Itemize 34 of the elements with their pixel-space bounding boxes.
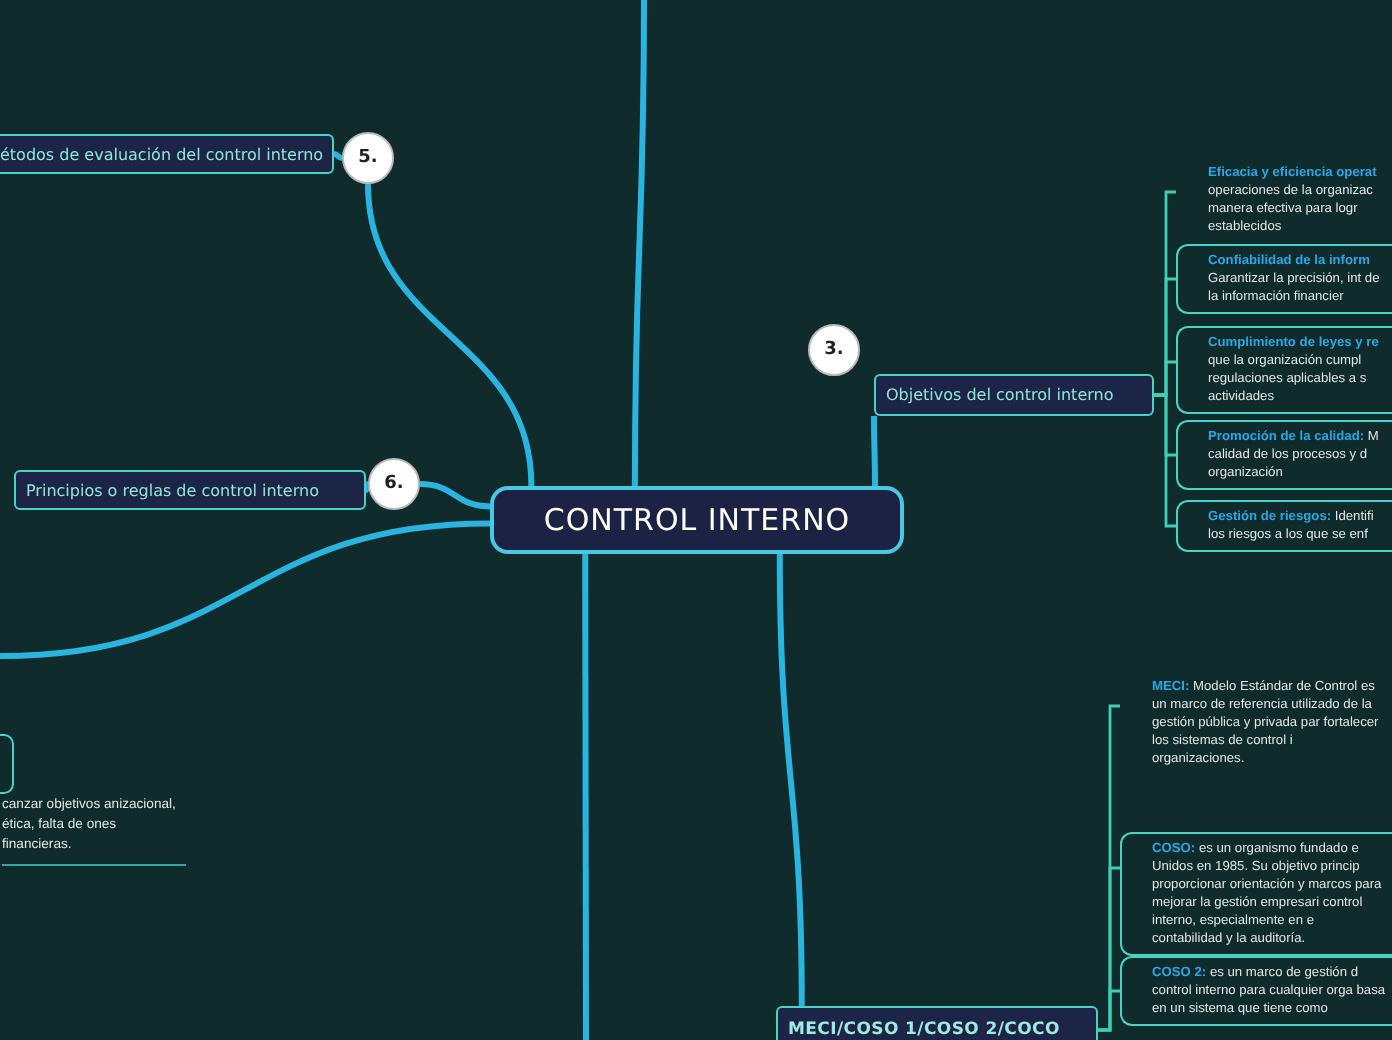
number-circle xyxy=(342,132,394,184)
subtopic-card xyxy=(1120,832,1392,956)
connector-line xyxy=(631,0,647,486)
connector-line xyxy=(365,183,535,487)
connector-line xyxy=(582,554,589,1040)
topic-label: Objetivos del control interno xyxy=(886,386,1114,404)
subtopic-card xyxy=(1176,500,1392,552)
subtopic-card xyxy=(1176,326,1392,414)
number-circle xyxy=(808,324,860,376)
connector-line xyxy=(871,416,878,486)
topic-label: étodos de evaluación del control interno xyxy=(0,145,324,163)
connector-line xyxy=(333,151,343,161)
central-topic-label: CONTROL INTERNO xyxy=(543,502,851,538)
number-label: 6. xyxy=(384,474,404,494)
topic-box xyxy=(776,1006,1098,1040)
topic-box xyxy=(14,470,366,510)
connector-line xyxy=(1098,989,1120,1032)
note-topic xyxy=(2,796,186,866)
subtopic-card xyxy=(1176,420,1392,490)
subtopic-card xyxy=(1176,244,1392,314)
connector-line xyxy=(1154,393,1176,528)
connector-line xyxy=(363,482,371,492)
topic-box xyxy=(0,134,334,174)
connector-line xyxy=(0,520,491,659)
subtopic-card xyxy=(1120,956,1392,1026)
topic-box xyxy=(874,374,1154,416)
topic-label: Principios o reglas de control interno xyxy=(26,481,319,499)
topic-label: MECI/COSO 1/COSO 2/COCO xyxy=(788,1020,1060,1040)
central-topic-box xyxy=(490,486,904,554)
number-circle xyxy=(368,458,420,510)
number-label: 3. xyxy=(824,340,844,360)
connector-line xyxy=(776,553,805,1007)
connector-line xyxy=(419,481,491,510)
number-label: 5. xyxy=(358,148,378,168)
